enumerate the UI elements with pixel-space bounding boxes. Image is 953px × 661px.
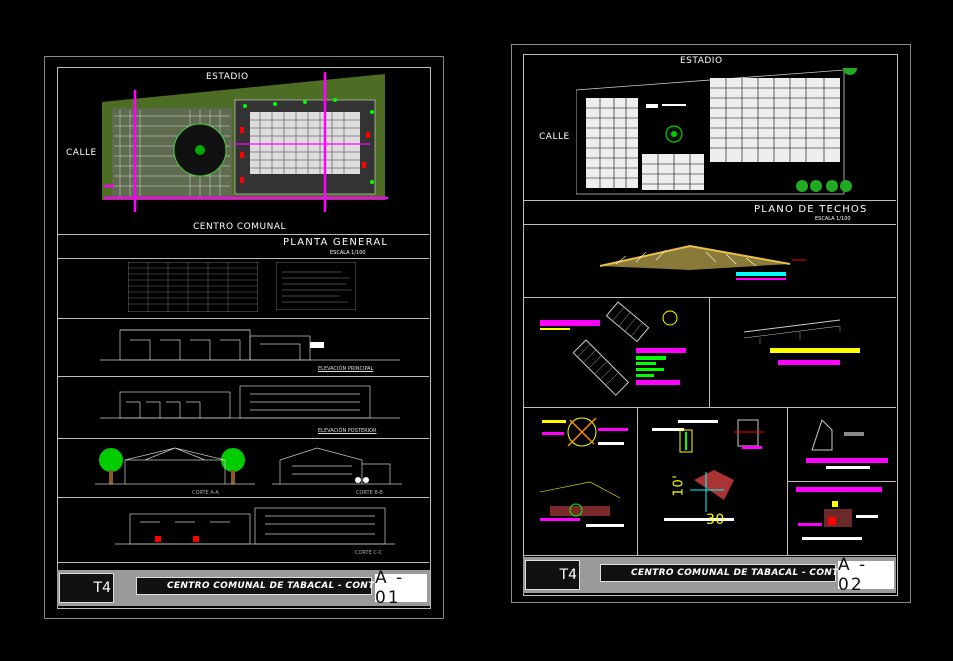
dim-label-1: 10' (671, 474, 687, 497)
divider (523, 224, 896, 225)
divider (57, 438, 429, 439)
logo-2: T4 (525, 560, 580, 590)
sheet-a02[interactable] (511, 44, 911, 603)
divider (57, 562, 429, 563)
elevation-principal-label: ELEVACIÓN PRINCIPAL (318, 366, 374, 372)
section-bb-drawing[interactable] (272, 442, 402, 492)
divider (57, 258, 429, 259)
sheet-code-1: A - 01 (375, 568, 427, 608)
sheet-a01-frame (57, 67, 431, 609)
divider (637, 407, 638, 555)
label-estadio-1: ESTADIO (206, 72, 249, 82)
footing-detail[interactable] (792, 485, 892, 553)
area-table[interactable] (127, 261, 259, 313)
plan-scale-2: ESCALA 1/100 (815, 216, 851, 222)
corte-bb-label: CORTE B-B (356, 490, 383, 496)
sheet-a02-frame (523, 54, 898, 596)
section-aa-drawing[interactable] (95, 442, 255, 492)
logo-1: T4 (59, 573, 114, 603)
project-title-2: CENTRO COMUNAL DE TABACAL - CONTUMAZA (600, 564, 876, 582)
truss-joint-detail-1[interactable] (536, 410, 634, 538)
column-detail[interactable] (644, 410, 784, 538)
elevation-posterior-label: ELEVACIÓN POSTERIOR (318, 428, 377, 434)
front-elevation-drawing[interactable] (100, 322, 400, 367)
plan-scale-1: ESCALA 1/100 (330, 250, 366, 256)
plan-title-1: PLANTA GENERAL (283, 237, 389, 248)
project-title-1: CENTRO COMUNAL DE TABACAL - CONTUMAZA (136, 577, 412, 595)
plan-title-2: PLANO DE TECHOS (754, 204, 868, 215)
divider (57, 234, 429, 235)
notes-table[interactable] (275, 261, 357, 311)
connection-detail-drawing[interactable] (536, 300, 706, 400)
section-cc-drawing[interactable] (115, 502, 395, 550)
divider (57, 318, 429, 319)
sheet-code-2: A - 02 (838, 555, 894, 595)
divider (523, 407, 896, 408)
divider (57, 497, 429, 498)
roof-plan-drawing[interactable] (575, 61, 866, 198)
corte-aa-label: CORTE A-A (192, 490, 219, 496)
roof-truss-drawing[interactable] (596, 240, 806, 282)
anchor-detail[interactable] (792, 410, 892, 478)
sheet-a01[interactable] (44, 56, 444, 619)
label-estadio-2: ESTADIO (680, 56, 723, 66)
divider (57, 376, 429, 377)
divider (787, 481, 896, 482)
label-centro-comunal: CENTRO COMUNAL (193, 222, 287, 232)
divider (523, 555, 896, 556)
site-plan-drawing[interactable] (100, 72, 400, 214)
corte-cc-label: CORTE C-C (355, 550, 383, 556)
rear-elevation-drawing[interactable] (100, 380, 400, 424)
purlin-detail-drawing[interactable] (740, 310, 870, 370)
divider (523, 200, 896, 201)
dim-label-2: 30 (706, 512, 725, 528)
divider (709, 297, 710, 407)
label-calle-1: CALLE (66, 148, 97, 158)
label-calle-2: CALLE (539, 132, 570, 142)
